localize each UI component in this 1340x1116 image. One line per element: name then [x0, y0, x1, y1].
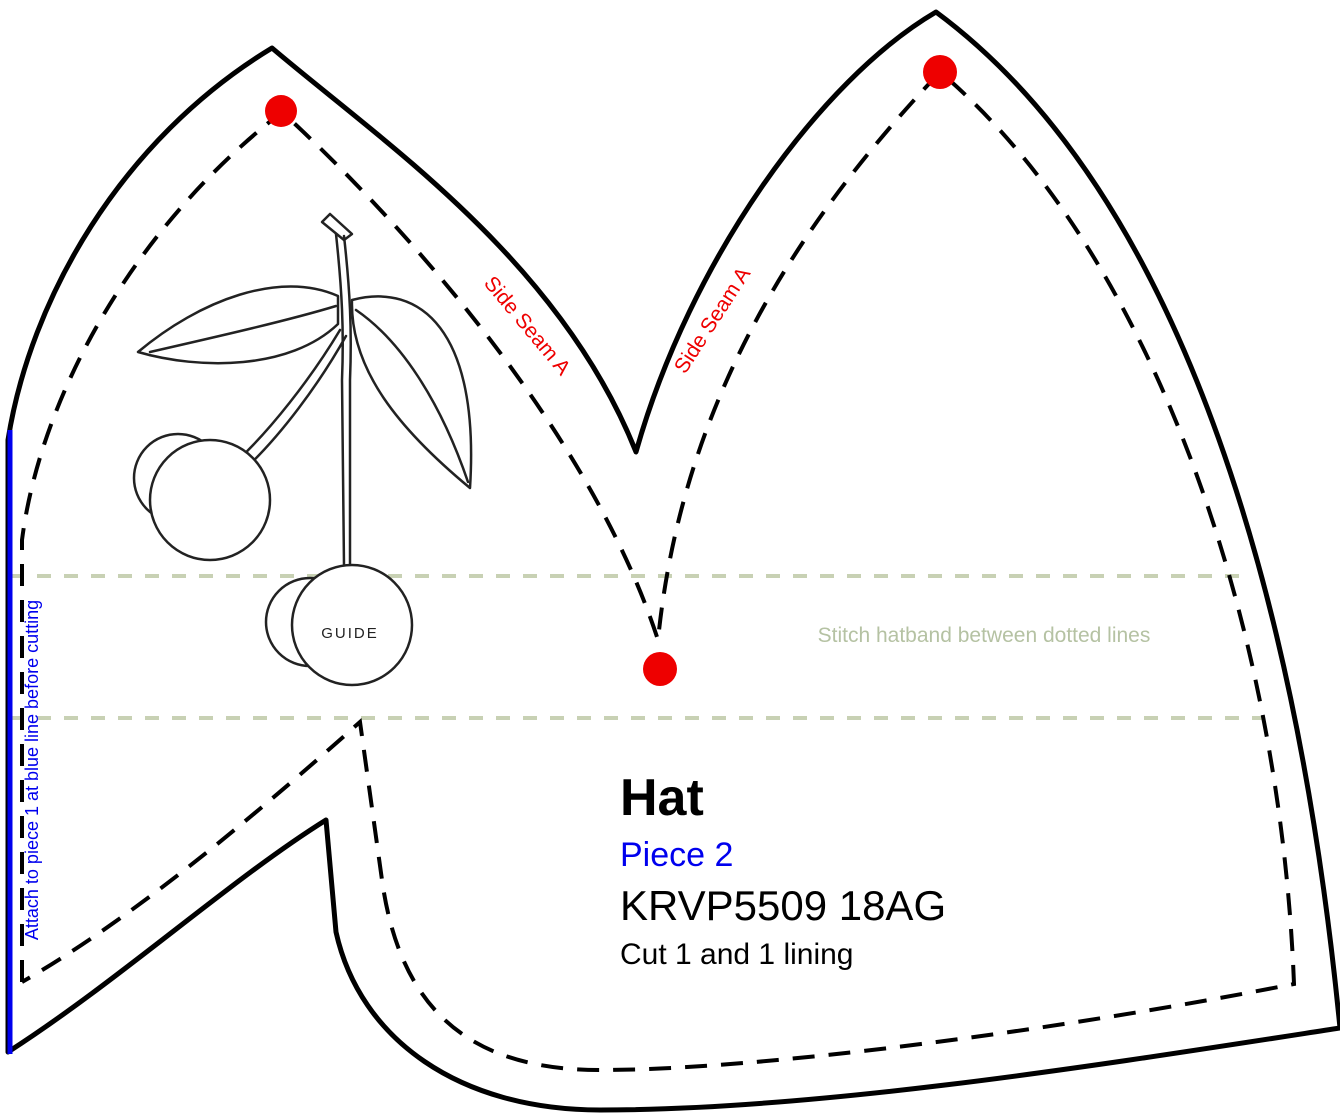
cherry-logo-icon	[132, 212, 473, 687]
stitch-line	[20, 69, 1297, 1073]
match-point-dot-icon	[265, 95, 297, 127]
cut-line	[5, 9, 1340, 1113]
pattern-code: KRVP5509 18AG	[620, 882, 946, 929]
match-point-dot-icon	[923, 55, 957, 89]
piece-number: Piece 2	[620, 836, 733, 874]
cut-instructions: Cut 1 and 1 lining	[620, 938, 854, 971]
logo-text: GUIDE	[321, 625, 379, 642]
pattern-title: Hat	[620, 769, 704, 827]
side-seam-label-left: Side Seam A	[479, 272, 575, 380]
match-point-dot-icon	[643, 652, 677, 686]
hatband-note: Stitch hatband between dotted lines	[818, 624, 1151, 647]
attach-note: Attach to piece 1 at blue line before cu…	[22, 600, 42, 940]
